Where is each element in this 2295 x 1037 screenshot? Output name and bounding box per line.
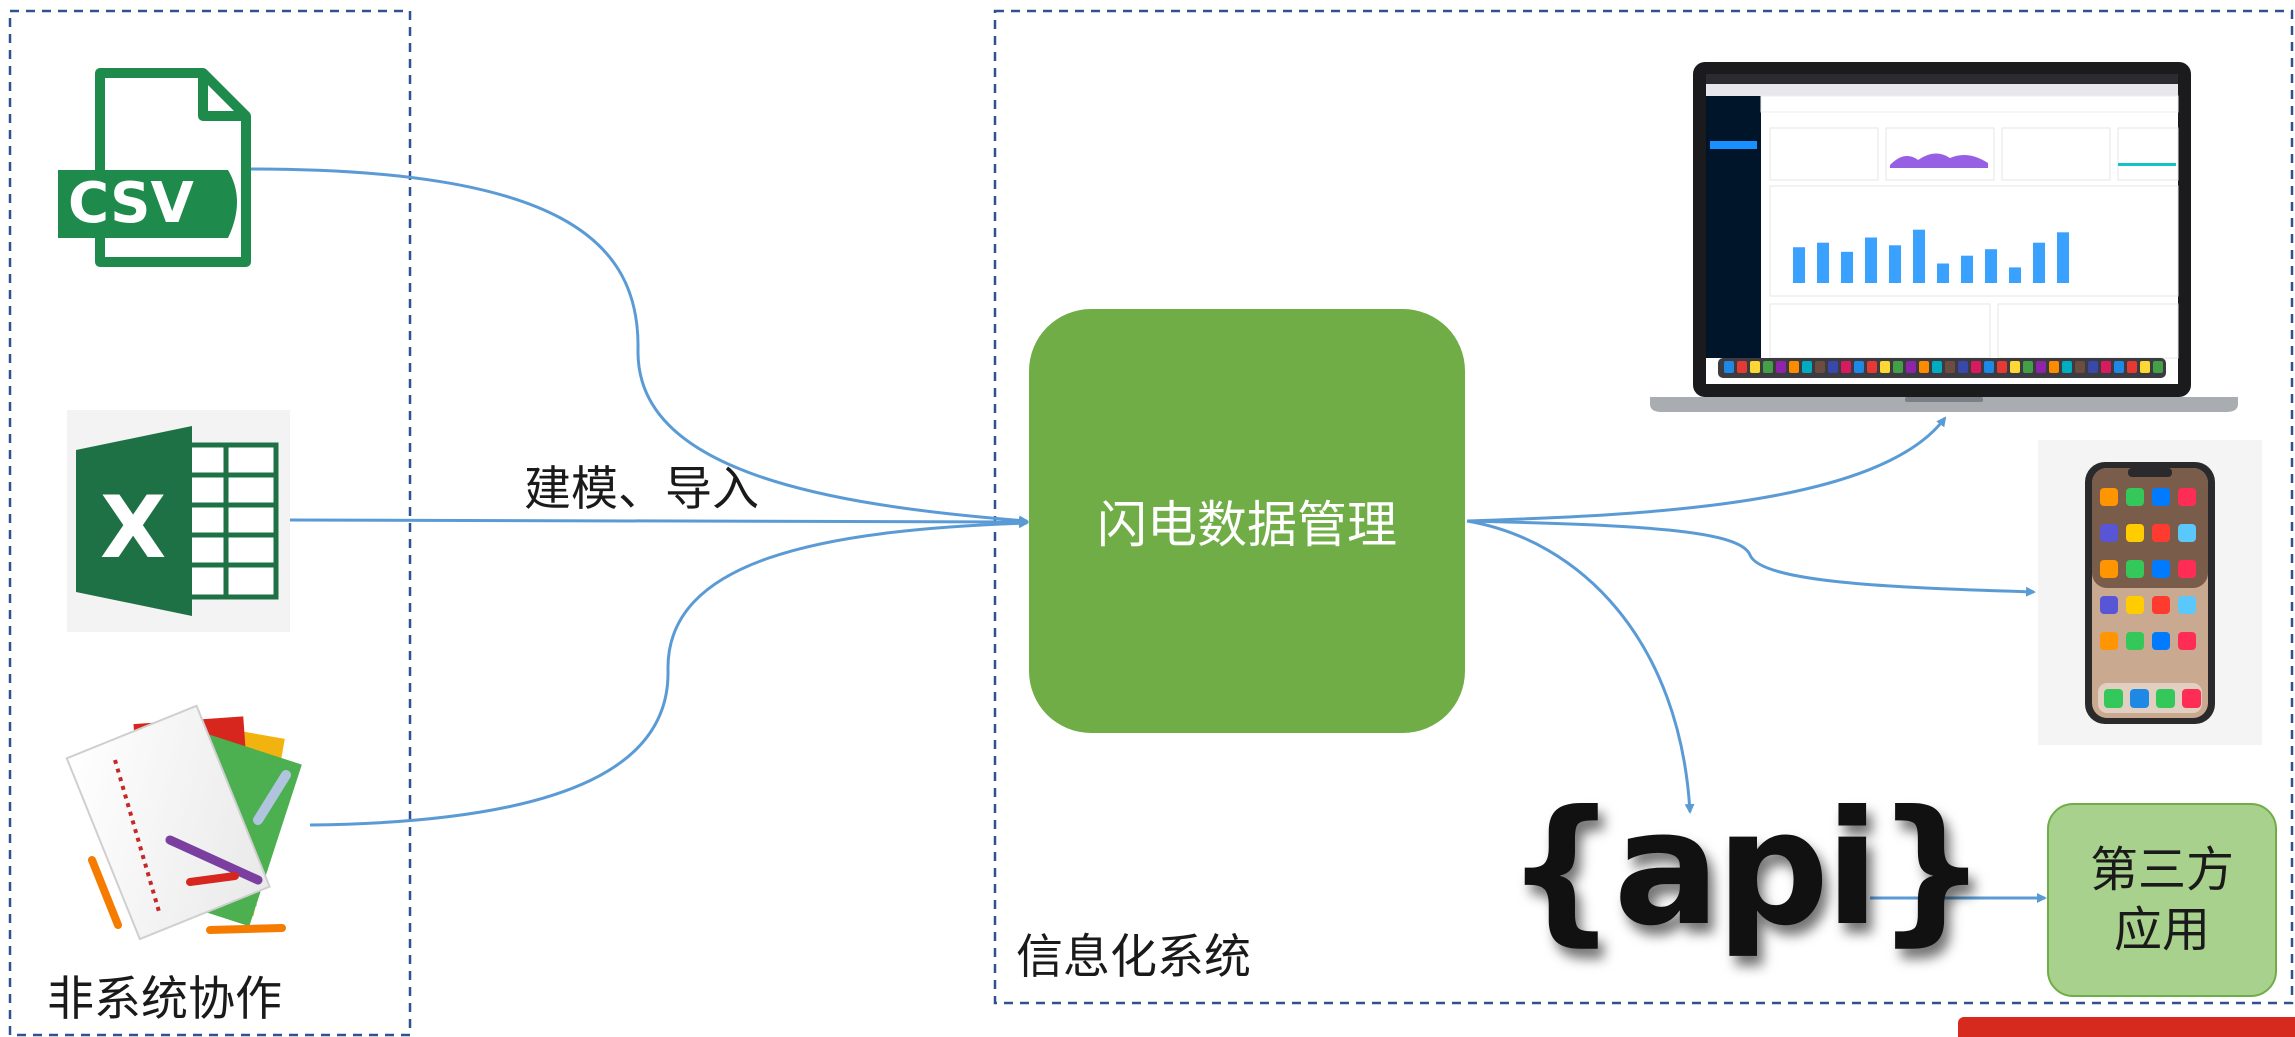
laptop-device — [1650, 62, 2238, 412]
laptop-chart-bar — [1793, 247, 1805, 283]
third-party-label: 第三方应用 — [2089, 842, 2234, 958]
dock-app-icon — [2062, 361, 2072, 373]
dock-app-icon — [2075, 361, 2085, 373]
edge-label-import: 建模、导入 — [524, 462, 759, 517]
phone-app-icon — [2126, 596, 2144, 614]
left-group-border — [8, 9, 412, 1037]
phone-app-icon — [2100, 524, 2118, 542]
laptop-chart-bar — [1889, 245, 1901, 283]
laptop-chart-bar — [2033, 242, 2045, 283]
arrow-center-to-laptop — [1466, 416, 1947, 523]
laptop-chart-bar — [1985, 249, 1997, 283]
laptop-sidebar — [1706, 96, 1761, 358]
phone-app-icon — [2126, 560, 2144, 578]
center-node-label: 闪电数据管理 — [1097, 496, 1397, 554]
third-party-node: 第三方应用 — [2047, 803, 2277, 997]
svg-text:X: X — [100, 478, 166, 578]
laptop-chart-bar — [1865, 237, 1877, 283]
dock-app-icon — [1737, 361, 1747, 373]
arrow-excel-to-center — [289, 516, 1029, 527]
laptop-chart-bar — [1937, 263, 1949, 283]
phone-app-icon — [2100, 488, 2118, 506]
dock-app-icon — [1802, 361, 1812, 373]
arrow-notebook-to-center — [309, 518, 1029, 827]
laptop-chart-bar — [2009, 267, 2021, 283]
laptop-chart-bar — [1961, 255, 1973, 283]
laptop-chart-bar — [1913, 229, 1925, 283]
dock-app-icon — [1932, 361, 1942, 373]
phone-app-icon — [2100, 560, 2118, 578]
phone-app-icon — [2152, 632, 2170, 650]
excel-icon: X — [67, 410, 290, 632]
phone-app-icon — [2178, 488, 2196, 506]
notebook-stack-icon — [65, 704, 302, 941]
phone-app-icon — [2152, 560, 2170, 578]
dock-app-icon — [2153, 361, 2163, 373]
phone-app-icon — [2178, 560, 2196, 578]
arrow-csv-to-center — [249, 167, 1029, 526]
dock-app-icon — [1828, 361, 1838, 373]
laptop-dock — [1724, 361, 2163, 373]
api-logo: {api} — [1505, 777, 1988, 961]
dock-app-icon — [1893, 361, 1903, 373]
dock-app-icon — [2140, 361, 2150, 373]
phone-app-icon — [2100, 632, 2118, 650]
dock-app-icon — [1919, 361, 1929, 373]
dock-app-icon — [1789, 361, 1799, 373]
center-node: 闪电数据管理 — [1029, 309, 1465, 733]
csv-icon-text: CSV — [68, 171, 194, 236]
dock-app-icon — [1776, 361, 1786, 373]
phone-app-icon — [2100, 596, 2118, 614]
corner-red-bar — [1958, 1017, 2295, 1037]
dock-app-icon — [2010, 361, 2020, 373]
dock-app-icon — [1724, 361, 1734, 373]
right-group-border — [993, 9, 2294, 1005]
dock-app-icon — [1867, 361, 1877, 373]
laptop-chart-bar — [2057, 232, 2069, 283]
phone-app-icon — [2178, 524, 2196, 542]
dock-app-icon — [1854, 361, 1864, 373]
phone-app-icon — [2126, 632, 2144, 650]
phone-app-icon — [2178, 596, 2196, 614]
dock-app-icon — [1750, 361, 1760, 373]
phone-app-icon — [2126, 488, 2144, 506]
left-group-label: 非系统协作 — [47, 972, 282, 1027]
phone-app-icon — [2178, 632, 2196, 650]
dock-app-icon — [2088, 361, 2098, 373]
phone-device — [2038, 440, 2262, 745]
arrow-center-to-api — [1466, 519, 1695, 814]
laptop-bar-chart — [1793, 229, 2069, 283]
dock-app-icon — [2049, 361, 2059, 373]
laptop-chart-bar — [1841, 251, 1853, 283]
dock-app-icon — [1815, 361, 1825, 373]
dock-app-icon — [1997, 361, 2007, 373]
dock-app-icon — [1945, 361, 1955, 373]
phone-app-icon — [2152, 488, 2170, 506]
right-group-label: 信息化系统 — [1016, 930, 1251, 985]
arrow-center-to-phone — [1466, 519, 2036, 597]
dock-app-icon — [2101, 361, 2111, 373]
dock-app-icon — [1906, 361, 1916, 373]
dock-app-icon — [1880, 361, 1890, 373]
phone-app-icon — [2152, 524, 2170, 542]
dock-app-icon — [1971, 361, 1981, 373]
dock-app-icon — [1841, 361, 1851, 373]
dock-app-icon — [1763, 361, 1773, 373]
csv-file-icon: CSV — [58, 68, 251, 267]
laptop-chart-bar — [1817, 242, 1829, 283]
dock-app-icon — [2127, 361, 2137, 373]
phone-app-icon — [2126, 524, 2144, 542]
dock-app-icon — [2023, 361, 2033, 373]
phone-app-icon — [2152, 596, 2170, 614]
dock-app-icon — [2036, 361, 2046, 373]
dock-app-icon — [1984, 361, 1994, 373]
phone-app-grid — [2100, 488, 2196, 650]
dock-app-icon — [2114, 361, 2124, 373]
dock-app-icon — [1958, 361, 1968, 373]
